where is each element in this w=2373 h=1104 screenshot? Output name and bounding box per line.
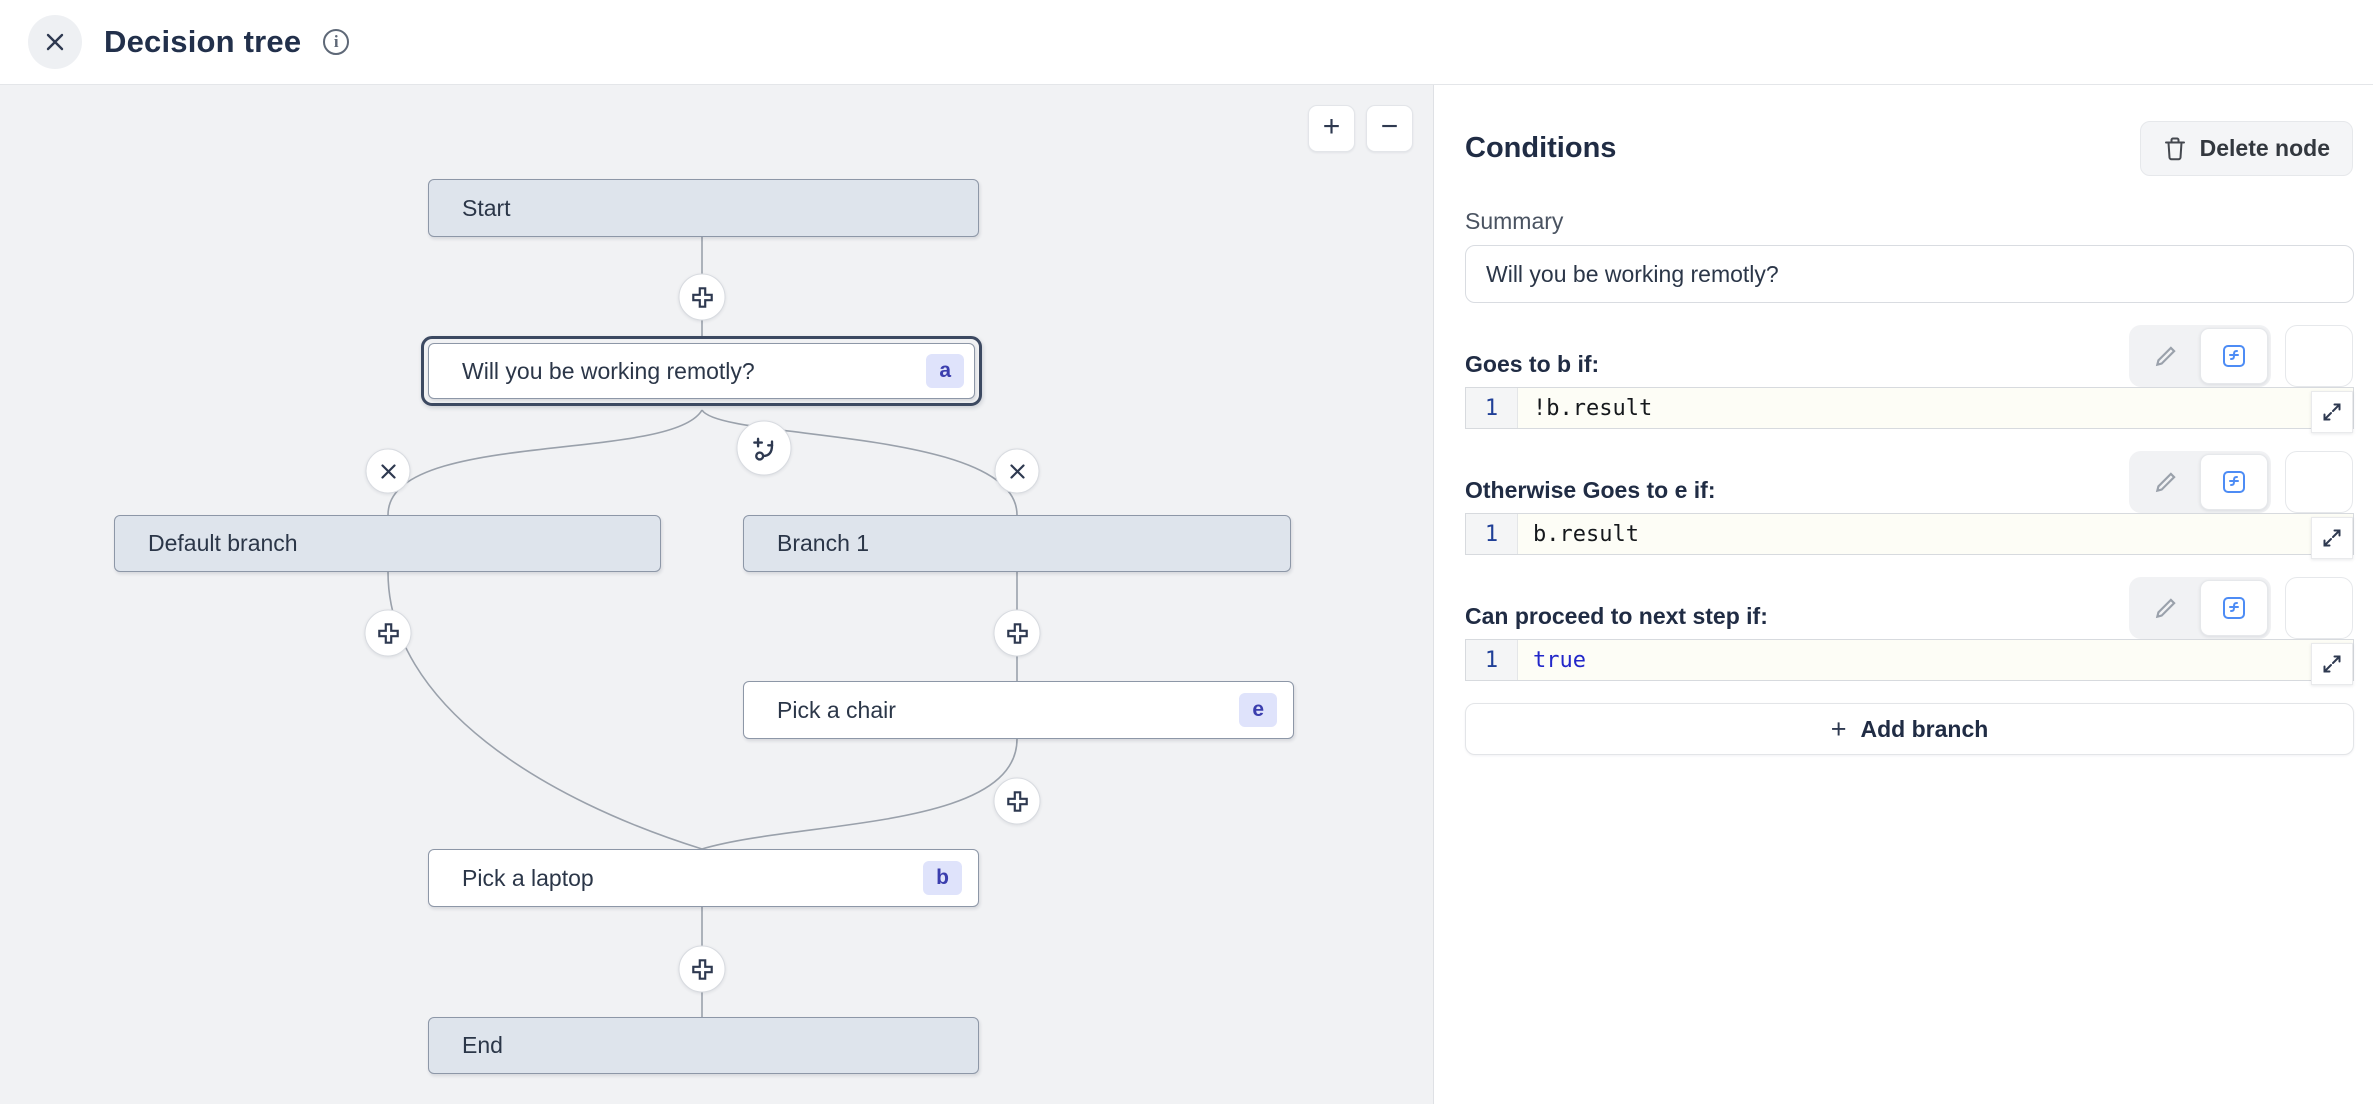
add-branch-edge-button[interactable]	[736, 420, 792, 476]
zoom-in-button[interactable]: +	[1308, 105, 1355, 152]
function-mode-button[interactable]	[2200, 454, 2268, 510]
node-badge: a	[926, 354, 964, 388]
node-end[interactable]: End	[428, 1017, 979, 1074]
editor-mode-toggle	[2129, 325, 2271, 387]
conditions-panel: Conditions Delete node Summary Goes to b…	[1433, 85, 2373, 1104]
plain-text-mode-button[interactable]	[2132, 328, 2200, 384]
expand-icon	[2323, 403, 2341, 421]
plus-connector-icon	[377, 622, 399, 644]
plug-icon	[2306, 342, 2332, 370]
close-button[interactable]	[28, 15, 82, 69]
line-number: 1	[1466, 514, 1518, 554]
close-icon	[380, 463, 396, 479]
line-number: 1	[1466, 388, 1518, 428]
plugin-value-button[interactable]	[2285, 325, 2353, 387]
add-node-button[interactable]	[993, 777, 1041, 825]
summary-input[interactable]	[1465, 245, 2354, 303]
condition-tools	[2129, 451, 2353, 513]
expand-editor-button[interactable]	[2311, 391, 2353, 433]
node-badge: b	[923, 861, 962, 895]
expand-icon	[2323, 655, 2341, 673]
condition-tools	[2129, 577, 2353, 639]
function-icon	[2223, 471, 2245, 493]
code-editor[interactable]: 1 !b.result	[1465, 387, 2354, 433]
node-pick-chair[interactable]: Pick a chair e	[743, 681, 1294, 739]
node-default-branch[interactable]: Default branch	[114, 515, 661, 572]
delete-node-button[interactable]: Delete node	[2139, 121, 2353, 176]
function-mode-button[interactable]	[2200, 580, 2268, 636]
node-label: Default branch	[148, 530, 298, 556]
node-pick-laptop[interactable]: Pick a laptop b	[428, 849, 979, 907]
node-label: End	[462, 1032, 503, 1058]
condition-tools	[2129, 325, 2353, 387]
flow-canvas[interactable]: + − Start Will you be working remotly? a…	[0, 85, 1433, 1104]
editor-mode-toggle	[2129, 577, 2271, 639]
close-icon	[1009, 463, 1025, 479]
summary-label: Summary	[1465, 208, 1564, 234]
node-question[interactable]: Will you be working remotly? a	[428, 343, 975, 399]
plus-connector-icon	[691, 286, 713, 308]
plus-connector-icon	[1006, 790, 1028, 812]
pencil-icon	[2155, 472, 2176, 493]
editor-mode-toggle	[2129, 451, 2271, 513]
plus-icon: +	[1830, 713, 1847, 744]
edge-question-default	[387, 409, 703, 516]
panel-title: Conditions	[1465, 132, 1617, 164]
delete-edge-button[interactable]	[994, 448, 1040, 494]
condition-label: Goes to b if:	[1465, 351, 1600, 377]
plug-icon	[2306, 594, 2332, 622]
pencil-icon	[2155, 346, 2176, 367]
code-text[interactable]: b.result	[1533, 521, 1639, 547]
edge-default-laptop	[387, 571, 703, 850]
code-editor[interactable]: 1 true	[1465, 639, 2354, 685]
add-node-button[interactable]	[678, 945, 726, 993]
node-label: Pick a laptop	[462, 864, 594, 891]
zoom-out-button[interactable]: −	[1366, 105, 1413, 152]
add-branch-label: Add branch	[1860, 715, 1989, 742]
line-number: 1	[1466, 640, 1518, 680]
plain-text-mode-button[interactable]	[2132, 580, 2200, 636]
expand-editor-button[interactable]	[2311, 517, 2353, 559]
expand-icon	[2323, 529, 2341, 547]
edge-chair-laptop	[701, 738, 1018, 850]
node-branch-1[interactable]: Branch 1	[743, 515, 1291, 572]
plugin-value-button[interactable]	[2285, 577, 2353, 639]
plain-text-mode-button[interactable]	[2132, 454, 2200, 510]
close-icon	[46, 33, 64, 51]
function-icon	[2223, 345, 2245, 367]
code-editor[interactable]: 1 b.result	[1465, 513, 2354, 559]
expand-editor-button[interactable]	[2311, 643, 2353, 685]
node-label: Will you be working remotly?	[462, 357, 755, 384]
plug-icon	[2306, 468, 2332, 496]
add-node-button[interactable]	[993, 609, 1041, 657]
zoom-controls: + −	[1308, 105, 1413, 152]
add-node-button[interactable]	[678, 273, 726, 321]
page-title: Decision tree	[104, 24, 302, 59]
node-label: Start	[462, 194, 511, 221]
plus-connector-icon	[691, 958, 713, 980]
app-header: Decision tree i	[0, 0, 2373, 85]
pencil-icon	[2155, 598, 2176, 619]
node-label: Pick a chair	[777, 696, 896, 723]
delete-node-label: Delete node	[2199, 135, 2330, 161]
node-label: Branch 1	[777, 530, 870, 556]
git-branch-plus-icon	[752, 437, 773, 461]
code-text[interactable]: !b.result	[1533, 395, 1653, 421]
delete-edge-button[interactable]	[365, 448, 411, 494]
node-start[interactable]: Start	[428, 179, 979, 237]
node-badge: e	[1239, 693, 1277, 727]
trash-icon	[2164, 137, 2185, 160]
function-mode-button[interactable]	[2200, 328, 2268, 384]
function-icon	[2223, 597, 2245, 619]
plugin-value-button[interactable]	[2285, 451, 2353, 513]
node-question-selected[interactable]: Will you be working remotly? a	[421, 336, 982, 406]
add-branch-button[interactable]: + Add branch	[1465, 703, 2354, 755]
info-icon: i	[323, 29, 350, 55]
condition-label: Can proceed to next step if:	[1465, 603, 1768, 629]
code-text[interactable]: true	[1533, 647, 1586, 673]
plus-connector-icon	[1006, 622, 1028, 644]
add-node-button[interactable]	[364, 609, 412, 657]
condition-label: Otherwise Goes to e if:	[1465, 477, 1716, 503]
